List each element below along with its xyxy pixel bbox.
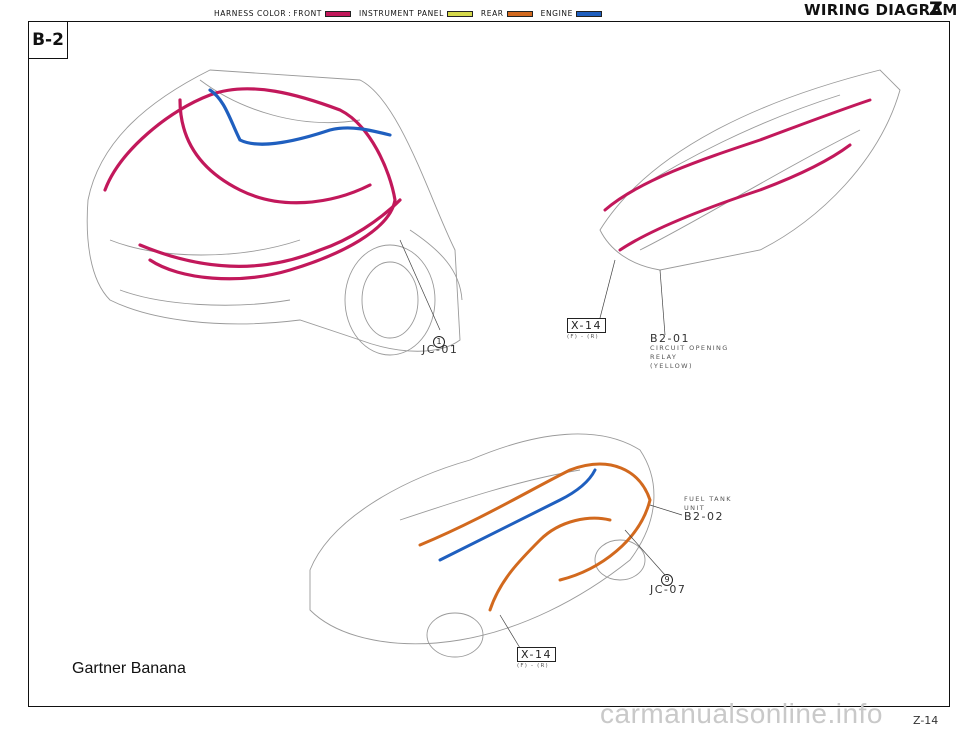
diagram-frame: [28, 21, 950, 707]
rear-car-outline: [309, 433, 655, 658]
watermark: carmanualsonline.info: [600, 698, 883, 729]
front-car-outline: [86, 69, 463, 356]
section-id-box: B-2: [29, 22, 68, 59]
fuel-tank-line-1: FUEL TANK: [684, 495, 732, 503]
rear-harness-main: [418, 462, 652, 582]
jc01-code: JC-01: [422, 343, 459, 356]
legend-engine-label: ENGINE: [540, 9, 573, 18]
jc01-number: 1: [433, 335, 445, 348]
jc07-number-badge: 9: [661, 567, 673, 586]
b201-desc-line-1: CIRCUIT OPENING: [650, 344, 729, 352]
x14-bottom-sub: (F) - (R): [517, 663, 549, 669]
caption: Gartner Banana: [72, 660, 186, 677]
page-title: WIRING DIAGRAM: [804, 1, 958, 19]
legend-rear-swatch: [506, 10, 533, 17]
front-harness-wires: [103, 87, 402, 281]
jc07-number: 9: [661, 573, 673, 586]
front-harness-main: [103, 87, 397, 281]
page-header: HARNESS COLOR : FRONT INSTRUMENT PANEL R…: [0, 0, 960, 22]
page-number: Z-14: [913, 714, 939, 727]
front-harness-lower: [138, 198, 402, 268]
b201-code: B2-01: [650, 332, 691, 345]
jc07-code: JC-07: [650, 583, 687, 596]
section-letter: Z: [929, 0, 943, 20]
instrument-panel-harness: [603, 98, 872, 252]
rear-harness-branch: [488, 516, 612, 612]
b201-desc-line-2: RELAY: [650, 353, 678, 361]
fuel-tank-desc: FUEL TANK UNIT: [684, 495, 732, 513]
legend-front-swatch: [324, 10, 351, 17]
legend-rear-label: REAR: [480, 9, 504, 18]
legend-prefix: HARNESS COLOR: [214, 9, 287, 18]
jc01-number-badge: 1: [433, 329, 445, 348]
b202-code: B2-02: [684, 510, 725, 523]
legend-separator: :: [288, 9, 292, 18]
x14-bottom-code: X-14: [517, 647, 556, 662]
instrument-panel-harness-branch: [618, 143, 852, 252]
leader-lines: [399, 239, 683, 649]
x14-top-code: X-14: [567, 318, 606, 333]
harness-color-legend: HARNESS COLOR : FRONT INSTRUMENT PANEL R…: [214, 9, 610, 18]
legend-engine-swatch: [575, 10, 602, 17]
front-harness-branch: [178, 98, 372, 205]
dashboard-outline: [599, 69, 901, 271]
x14-top-sub: (F) - (R): [567, 334, 599, 340]
legend-instrument-panel-label: INSTRUMENT PANEL: [358, 9, 444, 18]
fuel-tank-line-2: UNIT: [684, 504, 706, 512]
legend-instrument-panel-swatch: [446, 10, 473, 17]
b201-desc-line-3: (YELLOW): [650, 362, 693, 370]
instrument-panel-harness-main: [603, 98, 872, 212]
rear-harness-wires: [418, 462, 652, 612]
engine-harness-rear: [438, 468, 597, 562]
legend-front-label: FRONT: [293, 9, 322, 18]
engine-harness: [208, 88, 392, 146]
b201-desc: CIRCUIT OPENING RELAY (YELLOW): [650, 344, 729, 371]
